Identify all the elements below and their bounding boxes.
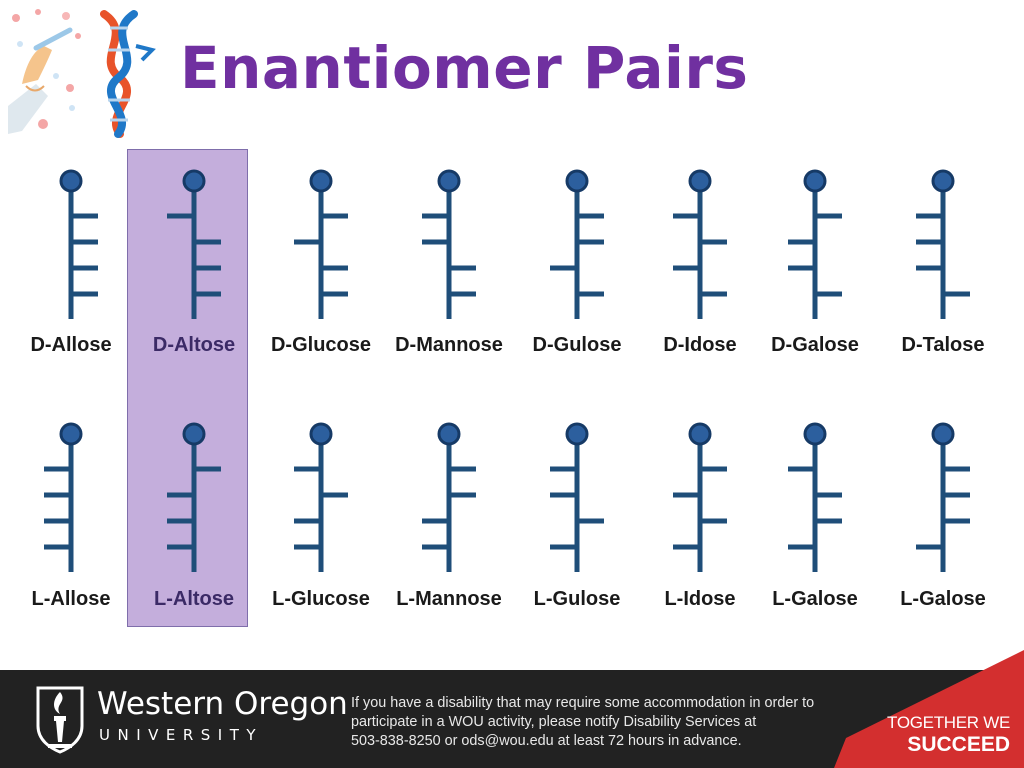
aldehyde-node — [59, 422, 83, 446]
aldehyde-node — [182, 169, 206, 193]
aldehyde-node — [565, 169, 589, 193]
structure-label: L-Galose — [900, 588, 986, 610]
aldehyde-node — [59, 169, 83, 193]
aldehyde-node — [931, 169, 955, 193]
structure-label: D-Glucose — [270, 334, 372, 356]
aldehyde-node — [437, 169, 461, 193]
structure-label: L-Glucose — [272, 588, 370, 610]
tagline-line-2: SUCCEED — [907, 733, 1010, 756]
structure-label: D-Altose — [152, 334, 236, 356]
aldehyde-node — [309, 169, 333, 193]
aldehyde-node — [437, 422, 461, 446]
structure-label: D-Talose — [901, 334, 985, 356]
notice-line: participate in a WOU activity, please no… — [351, 714, 757, 730]
aldehyde-node — [565, 422, 589, 446]
notice-line: 503-838-8250 or ods@wou.edu at least 72 … — [351, 733, 742, 749]
structure-label: L-Gulose — [533, 588, 621, 610]
university-name: Western Oregon — [97, 686, 348, 722]
page-title: Enantiomer Pairs — [180, 34, 749, 102]
red-corner-accent — [834, 650, 1024, 768]
structure-label: L-Mannose — [396, 588, 502, 610]
structure-label: L-Altose — [154, 588, 234, 610]
tagline-line-1: TOGETHER WE — [887, 713, 1010, 732]
structure-label: D-Mannose — [395, 334, 503, 356]
accessibility-notice: If you have a disability that may requir… — [351, 694, 841, 751]
aldehyde-node — [803, 169, 827, 193]
structures-diagram — [44, 169, 970, 572]
aldehyde-node — [803, 422, 827, 446]
aldehyde-node — [688, 422, 712, 446]
structure-label: D-Idose — [663, 334, 737, 356]
aldehyde-node — [309, 422, 333, 446]
aldehyde-node — [931, 422, 955, 446]
structure-label: D-Allose — [30, 334, 112, 356]
structure-label: D-Gulose — [532, 334, 622, 356]
structure-label: L-Allose — [31, 588, 111, 610]
notice-line: If you have a disability that may requir… — [351, 695, 815, 711]
university-subtitle: UNIVERSITY — [99, 726, 264, 744]
structure-label: L-Idose — [664, 588, 736, 610]
structure-label: D-Galose — [771, 334, 859, 356]
dna-with-hand-icon — [8, 9, 156, 138]
structure-label: L-Galose — [772, 588, 858, 610]
aldehyde-node — [688, 169, 712, 193]
tagline: TOGETHER WE SUCCEED — [887, 712, 1010, 756]
aldehyde-node — [182, 422, 206, 446]
footer-bar: Western Oregon UNIVERSITY If you have a … — [0, 670, 1024, 768]
torch-shield-icon — [36, 686, 84, 754]
